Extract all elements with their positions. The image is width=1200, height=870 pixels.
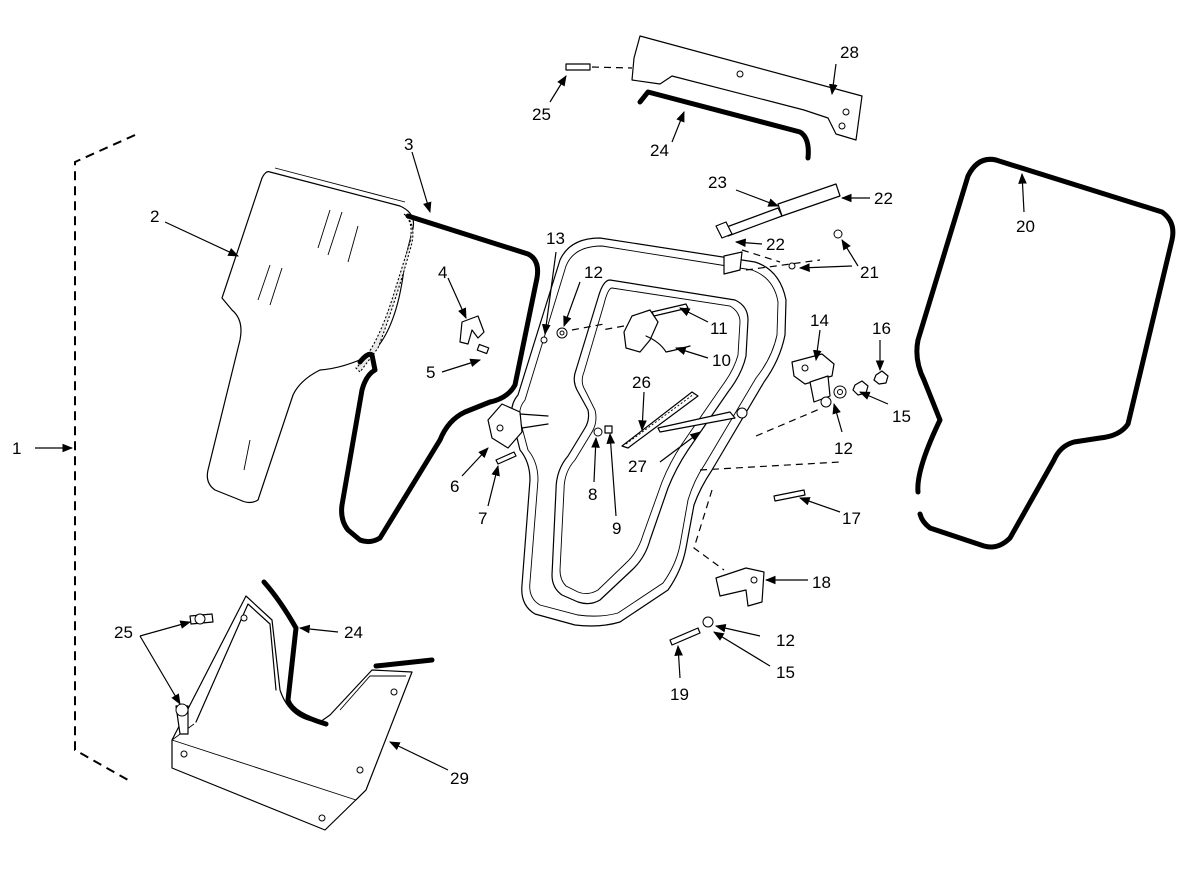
- callout-11: 11: [710, 319, 728, 338]
- door-seal: [339, 213, 541, 545]
- callout-20: 20: [1016, 217, 1035, 236]
- upper-screw: [565, 63, 633, 71]
- callout-8: 8: [588, 485, 597, 504]
- small-fasteners: [540, 327, 613, 437]
- wiper-assembly: [621, 391, 748, 449]
- assembly-bracket: [74, 134, 136, 781]
- lower-bolt: [669, 616, 714, 646]
- callout-25a: 25: [532, 105, 551, 124]
- gas-strut: [715, 183, 843, 275]
- callout-23: 23: [708, 173, 727, 192]
- callout-6: 6: [450, 477, 459, 496]
- callout-25b: 25: [114, 623, 133, 642]
- callout-15b: 15: [776, 663, 795, 682]
- callout-29: 29: [450, 769, 469, 788]
- lower-screws: [175, 613, 214, 735]
- hinge-plate: [487, 403, 549, 465]
- lower-hinge: [715, 567, 765, 607]
- callout-28: 28: [840, 43, 859, 62]
- rear-window-seal: [914, 156, 1176, 550]
- latch-bracket: [459, 315, 490, 355]
- callout-12c: 12: [776, 631, 795, 650]
- callout-17: 17: [842, 509, 861, 528]
- upper-hinge: [601, 303, 691, 353]
- leader-lines: [35, 63, 1027, 771]
- callout-27: 27: [628, 457, 647, 476]
- callout-9: 9: [612, 519, 621, 538]
- door-glass: [206, 167, 415, 504]
- callout-21: 21: [860, 263, 879, 282]
- callout-3: 3: [404, 135, 413, 154]
- callout-12b: 12: [834, 439, 853, 458]
- lower-seal: [261, 579, 435, 727]
- callout-12a: 12: [584, 263, 603, 282]
- callout-2: 2: [150, 207, 159, 226]
- motor-nut-washers: [833, 370, 889, 399]
- top-bracket: [631, 35, 863, 141]
- alignment-lines: [571, 249, 841, 571]
- callout-18: 18: [812, 573, 831, 592]
- wiper-motor: [791, 353, 835, 408]
- lower-panel: [171, 595, 413, 831]
- callout-7: 7: [478, 509, 487, 528]
- callout-26: 26: [632, 373, 651, 392]
- callout-4: 4: [438, 263, 447, 282]
- upper-seal: [637, 89, 811, 161]
- callout-14: 14: [810, 311, 829, 330]
- callout-1: 1: [12, 439, 21, 458]
- callout-10: 10: [712, 351, 731, 370]
- callout-labels: 1 2 3 4 5 6 7 8 9 10 11 12 12 12 13 14 1…: [12, 43, 1035, 788]
- bolt-17: [773, 489, 806, 502]
- callout-24a: 24: [650, 141, 669, 160]
- callout-16: 16: [872, 319, 891, 338]
- callout-19: 19: [670, 685, 689, 704]
- callout-5: 5: [426, 363, 435, 382]
- callout-13: 13: [546, 229, 565, 248]
- callout-15a: 15: [892, 407, 911, 426]
- callout-22a: 22: [874, 189, 893, 208]
- callout-24b: 24: [344, 623, 363, 642]
- callout-22b: 22: [766, 235, 785, 254]
